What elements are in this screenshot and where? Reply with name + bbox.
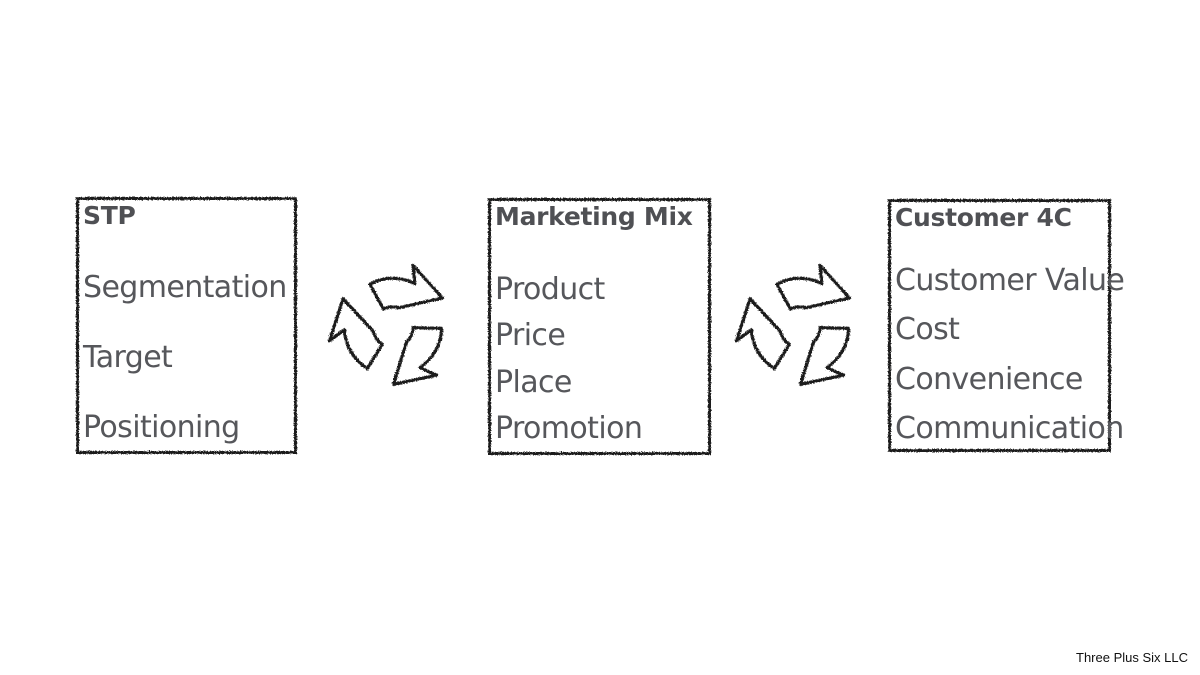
customer-4c-item-customer-value: Customer Value xyxy=(895,263,1125,298)
footer-credit: Three Plus Six LLC xyxy=(1076,650,1188,665)
stp-item-segmentation: Segmentation xyxy=(83,270,287,305)
stp-item-target: Target xyxy=(83,340,173,375)
stp-box: STP Segmentation Target Positioning xyxy=(76,197,297,454)
marketing-mix-box-frame xyxy=(488,198,711,455)
marketing-mix-item-price: Price xyxy=(495,318,566,353)
marketing-mix-item-product: Product xyxy=(495,272,605,307)
customer-4c-item-convenience: Convenience xyxy=(895,362,1083,397)
customer-4c-box: Customer 4C Customer Value Cost Convenie… xyxy=(888,199,1125,452)
customer-4c-box-frame xyxy=(888,199,1111,452)
marketing-mix-item-place: Place xyxy=(495,365,572,400)
recycle-arrows-icon xyxy=(318,252,468,402)
customer-4c-title: Customer 4C xyxy=(895,203,1072,232)
marketing-mix-title: Marketing Mix xyxy=(495,202,693,231)
customer-4c-item-communication: Communication xyxy=(895,411,1124,446)
customer-4c-item-cost: Cost xyxy=(895,312,960,347)
marketing-mix-item-promotion: Promotion xyxy=(495,411,643,446)
marketing-mix-box: Marketing Mix Product Price Place Promot… xyxy=(488,198,711,455)
stp-title: STP xyxy=(83,201,136,230)
stp-box-frame xyxy=(76,197,297,454)
recycle-arrows-icon xyxy=(725,252,875,402)
stp-item-positioning: Positioning xyxy=(83,410,240,445)
